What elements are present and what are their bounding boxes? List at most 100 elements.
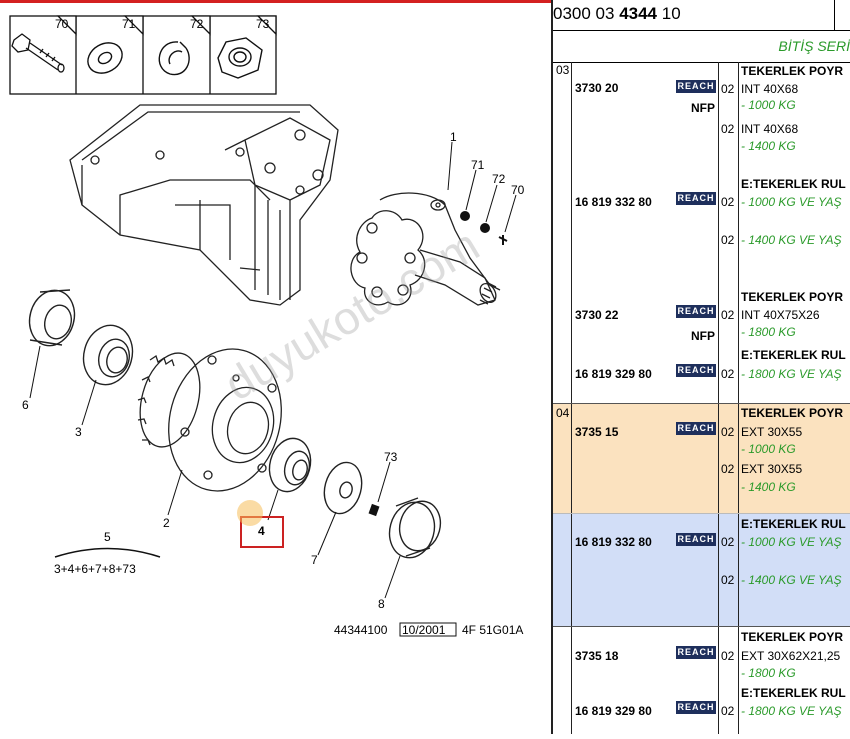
exploded-parts-diagram: 70 71 72 73 1 71 72 70 6 3 2 4 73 7 8 5 … [9, 15, 525, 637]
bearing-outer [268, 437, 312, 493]
part-title: TEKERLEK POYR [741, 406, 844, 420]
callout-1: 1 [450, 130, 457, 144]
hub-nut [368, 503, 380, 517]
part-ref-1681932980[interactable]: 16 819 329 80 [575, 367, 652, 381]
top-red-rule [0, 0, 552, 3]
reach-badge: REACH [676, 80, 716, 93]
part-desc: EXT 30X55 [741, 425, 803, 439]
callout-73: 73 [384, 450, 398, 464]
stub-axle [350, 192, 501, 306]
nut-icon [217, 37, 263, 79]
part-note: - 1000 KG [741, 98, 796, 112]
qty: 02 [721, 573, 735, 587]
nfp-mark: NFP [691, 101, 715, 115]
kit-bracket [54, 547, 161, 558]
part-ref-373515[interactable]: 3735 15 [575, 425, 619, 439]
panel-subheader: BİTİŞ SERİ [553, 30, 850, 63]
callout-4: 4 [258, 524, 265, 538]
part-desc: INT 40X75X26 [741, 308, 820, 322]
tab-70 [56, 15, 77, 36]
callout-8: 8 [378, 597, 385, 611]
part-desc: EXT 30X55 [741, 462, 803, 476]
label-71: 71 [122, 17, 136, 31]
spring-washer-icon [158, 41, 190, 76]
washer-dot [460, 211, 470, 221]
callout-72: 72 [492, 172, 506, 186]
parts-list-panel: 0300 03 4344 10 BİTİŞ SERİ 03 3730 20 RE… [553, 0, 850, 734]
part-note: - 1400 KG [741, 480, 796, 494]
callout-6: 6 [22, 398, 29, 412]
diagram-code: 0300 03 4344 10 [553, 4, 681, 23]
part-ref-1681933280b[interactable]: 16 819 332 80 [575, 535, 652, 549]
part-note: - 1000 KG VE YAŞ [741, 195, 842, 209]
reach-badge: REACH [676, 646, 716, 659]
qty: 02 [721, 308, 735, 322]
tab-73 [256, 15, 277, 36]
thrust-washer [323, 461, 363, 515]
part-ref-1681933280[interactable]: 16 819 332 80 [575, 195, 652, 209]
axle-bracket [69, 104, 339, 306]
spring-washer-dot [480, 223, 490, 233]
part-ref-1681932980b[interactable]: 16 819 329 80 [575, 704, 652, 718]
part-title: TEKERLEK POYR [741, 64, 844, 78]
diagram-date: 10/2001 [402, 623, 446, 637]
part-note: - 1000 KG [741, 442, 796, 456]
part-note: - 1400 KG VE YAŞ [741, 233, 842, 247]
callout-2: 2 [163, 516, 170, 530]
qty: 02 [721, 122, 735, 136]
part-note: - 1800 KG VE YAŞ [741, 704, 842, 718]
part-title: TEKERLEK POYR [741, 290, 844, 304]
qty: 02 [721, 195, 735, 209]
diagram-plate: 4F 51G01A [462, 623, 524, 637]
qty: 02 [721, 367, 735, 381]
cursor-highlight [237, 500, 263, 526]
part-note: - 1800 KG VE YAŞ [741, 367, 842, 381]
diagram-ref-code: 44344100 [334, 623, 388, 637]
callout-71: 71 [471, 158, 485, 172]
part-desc: INT 40X68 [741, 82, 799, 96]
part-desc: INT 40X68 [741, 122, 799, 136]
row-band-04 [553, 403, 850, 513]
part-title: E:TEKERLEK RUL [741, 348, 846, 362]
tab-71 [123, 15, 144, 36]
label-72: 72 [190, 17, 204, 31]
tab-72 [190, 15, 211, 36]
callout-7: 7 [311, 553, 318, 567]
callout-70: 70 [511, 183, 525, 197]
group-03: 03 [556, 63, 570, 77]
part-ref-373022[interactable]: 3730 22 [575, 308, 619, 322]
qty: 02 [721, 462, 735, 476]
panel-header: 0300 03 4344 10 [553, 0, 850, 31]
part-ref-373518[interactable]: 3735 18 [575, 649, 619, 663]
part-note: - 1000 KG VE YAŞ [741, 535, 842, 549]
end-series-label: BİTİŞ SERİ [778, 38, 850, 54]
part-title: E:TEKERLEK RUL [741, 686, 846, 700]
label-70: 70 [55, 17, 69, 31]
part-desc: EXT 30X62X21,25 [741, 649, 841, 663]
bolt-mark [498, 235, 508, 245]
reach-badge: REACH [676, 533, 716, 546]
qty: 02 [721, 535, 735, 549]
reach-badge: REACH [676, 305, 716, 318]
label-73: 73 [256, 17, 270, 31]
wheel-hub [137, 348, 282, 492]
callout-3: 3 [75, 425, 82, 439]
panel-divider [551, 0, 553, 734]
part-title: E:TEKERLEK RUL [741, 177, 846, 191]
bearing-inner [82, 324, 134, 386]
qty: 02 [721, 704, 735, 718]
part-title: TEKERLEK POYR [741, 630, 844, 644]
nfp-mark: NFP [691, 329, 715, 343]
dust-cap [388, 497, 442, 559]
callout-5: 5 [104, 530, 111, 544]
qty: 02 [721, 233, 735, 247]
part-note: - 1400 KG [741, 139, 796, 153]
part-note: - 1800 KG [741, 325, 796, 339]
bolt-icon [11, 33, 65, 73]
part-title: E:TEKERLEK RUL [741, 517, 846, 531]
reach-badge: REACH [676, 192, 716, 205]
seal-ring [28, 289, 76, 347]
reach-badge: REACH [676, 701, 716, 714]
part-ref-373020[interactable]: 3730 20 [575, 81, 619, 95]
qty: 02 [721, 649, 735, 663]
